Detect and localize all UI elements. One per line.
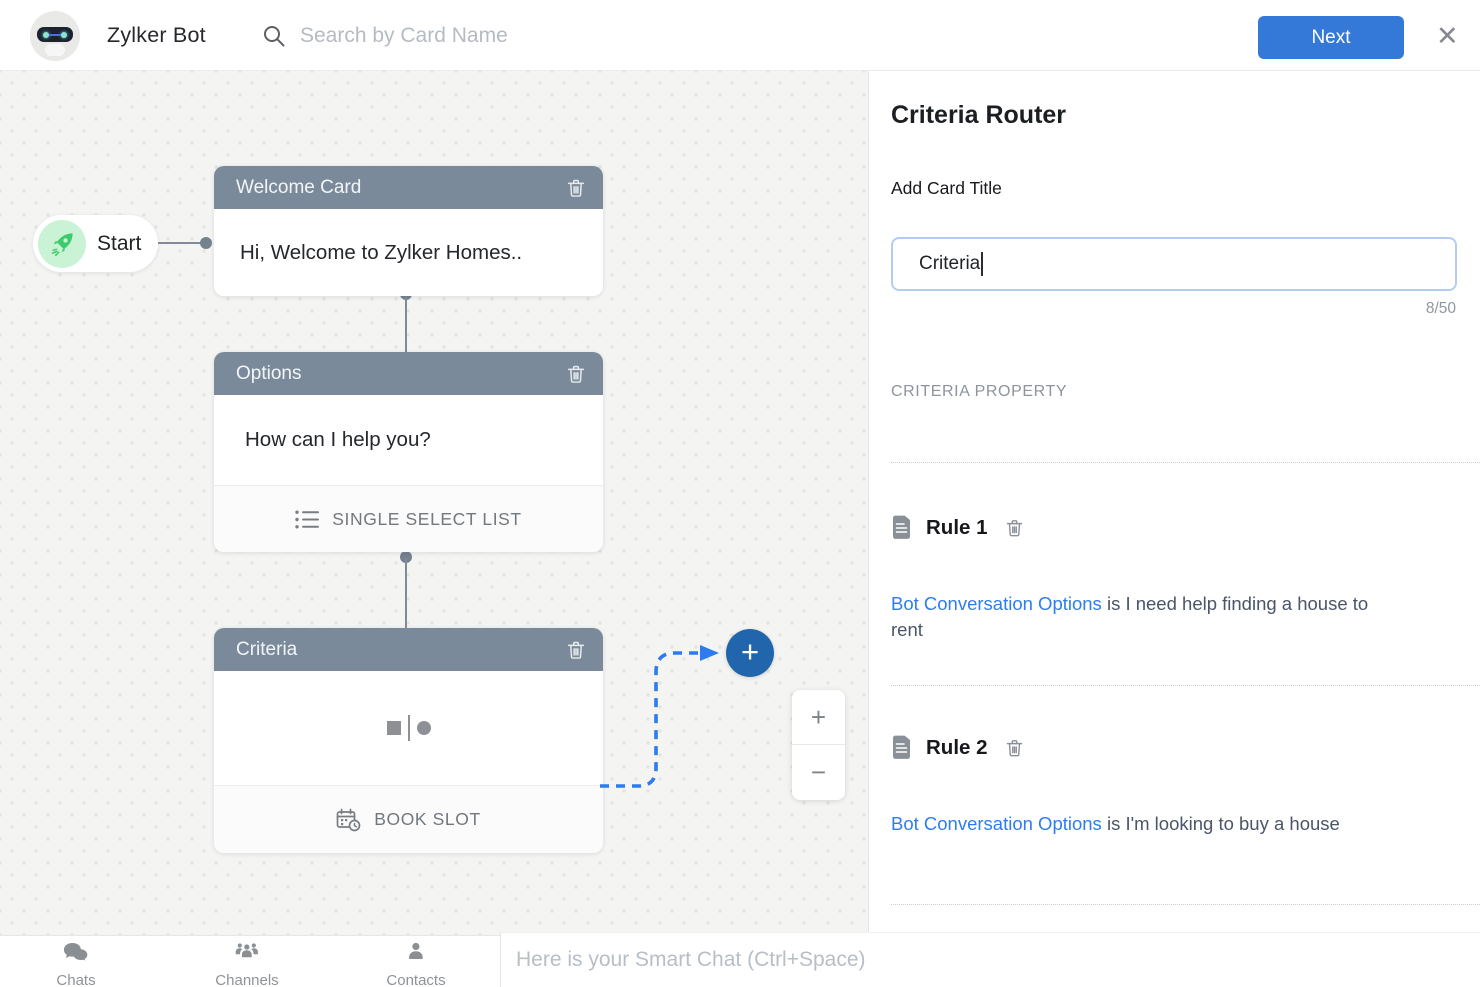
calendar-clock-icon <box>336 808 361 831</box>
add-card-button[interactable]: + <box>726 629 774 677</box>
tab-label: Chats <box>56 972 96 987</box>
bot-avatar <box>30 11 80 61</box>
rule-1-description: Bot Conversation Options is I need help … <box>891 591 1383 642</box>
top-bar: Zylker Bot Search by Card Name Next ✕ <box>0 0 1480 71</box>
start-node[interactable]: Start <box>33 215 158 272</box>
rocket-icon-wrap <box>38 219 86 268</box>
card-criteria-type[interactable]: BOOK SLOT <box>214 785 603 853</box>
trash-icon[interactable] <box>565 176 587 200</box>
card-options[interactable]: Options How can I help you? SINGLE SELEC… <box>214 352 603 552</box>
rule-name: Rule 2 <box>926 735 988 759</box>
search-icon <box>264 25 285 46</box>
next-button[interactable]: Next <box>1258 16 1404 59</box>
rule-2-header: Rule 2 <box>891 735 1025 760</box>
document-icon <box>893 735 910 759</box>
card-criteria-header[interactable]: Criteria <box>214 628 603 671</box>
card-options-message: How can I help you? <box>214 395 603 485</box>
card-criteria[interactable]: Criteria <box>214 628 603 853</box>
card-criteria-body <box>214 671 603 785</box>
rule-2-description: Bot Conversation Options is I'm looking … <box>891 811 1383 837</box>
trash-icon[interactable] <box>565 638 587 662</box>
zoom-controls: + − <box>792 690 845 800</box>
tab-contacts[interactable]: Contacts <box>386 941 446 987</box>
search-placeholder: Search by Card Name <box>300 23 508 47</box>
rule-condition: is I'm looking to buy a house <box>1106 813 1340 834</box>
card-options-header[interactable]: Options <box>214 352 603 395</box>
card-options-type-label: SINGLE SELECT LIST <box>332 508 522 529</box>
smart-chat-placeholder: Here is your Smart Chat (Ctrl+Space) <box>516 948 866 971</box>
tab-label: Contacts <box>386 972 446 987</box>
dashed-connector <box>600 645 719 788</box>
channels-icon <box>235 943 259 958</box>
trash-icon[interactable] <box>1004 516 1025 540</box>
divider <box>891 904 1480 905</box>
start-label: Start <box>97 231 142 255</box>
flow-canvas[interactable]: Start Welcome Card Hi, Welcome to Zylker… <box>0 71 868 935</box>
tab-chats[interactable]: Chats <box>56 941 96 987</box>
chats-icon <box>64 943 89 963</box>
card-title-label: Add Card Title <box>891 178 1002 198</box>
card-criteria-title: Criteria <box>236 638 298 660</box>
divider <box>792 744 845 745</box>
divider <box>891 685 1480 686</box>
bottom-tabs-bar: Chats Channels Contacts <box>0 935 500 987</box>
card-options-type[interactable]: SINGLE SELECT LIST <box>214 485 603 552</box>
rule-condition: is I need help finding a house to rent <box>891 593 1369 640</box>
robot-face-icon <box>37 27 73 42</box>
card-criteria-type-label: BOOK SLOT <box>374 809 481 829</box>
card-title-value: Criteria <box>919 253 981 274</box>
tab-label: Channels <box>215 972 279 987</box>
card-welcome-title: Welcome Card <box>236 176 362 198</box>
card-welcome[interactable]: Welcome Card Hi, Welcome to Zylker Homes… <box>214 166 603 296</box>
text-caret <box>981 252 984 276</box>
search-input[interactable]: Search by Card Name <box>262 0 508 71</box>
connector-dot <box>200 237 212 249</box>
criteria-router-icon <box>386 715 431 741</box>
bot-name: Zylker Bot <box>107 23 206 47</box>
rule-1-header: Rule 1 <box>891 515 1025 540</box>
trash-icon[interactable] <box>565 362 587 386</box>
rule-property-link[interactable]: Bot Conversation Options <box>891 593 1102 614</box>
rocket-icon <box>51 233 73 257</box>
rule-property-link[interactable]: Bot Conversation Options <box>891 813 1102 834</box>
card-title-input[interactable]: Criteria <box>891 237 1457 291</box>
trash-icon[interactable] <box>1004 736 1025 760</box>
contacts-icon <box>409 942 423 959</box>
criteria-property-label: CRITERIA PROPERTY <box>891 383 1068 400</box>
divider <box>891 462 1480 463</box>
connector-dot <box>400 551 412 563</box>
connector-start-welcome <box>158 242 206 244</box>
zoom-in-button[interactable]: + <box>810 702 827 732</box>
card-welcome-header[interactable]: Welcome Card <box>214 166 603 209</box>
char-counter: 8/50 <box>1425 300 1456 317</box>
list-icon <box>295 510 320 528</box>
rule-name: Rule 1 <box>926 515 988 539</box>
close-icon[interactable]: ✕ <box>1436 21 1459 51</box>
zoom-out-button[interactable]: − <box>810 757 827 787</box>
connector-options-criteria <box>405 558 407 628</box>
smart-chat-input[interactable]: Here is your Smart Chat (Ctrl+Space) <box>500 932 1480 987</box>
tab-channels[interactable]: Channels <box>215 941 279 987</box>
card-options-title: Options <box>236 362 302 384</box>
criteria-router-panel: Criteria Router Add Card Title Criteria … <box>868 71 1480 935</box>
connector-welcome-options <box>405 295 407 353</box>
card-welcome-message: Hi, Welcome to Zylker Homes.. <box>214 209 603 296</box>
document-icon <box>893 515 910 539</box>
panel-title: Criteria Router <box>891 101 1067 129</box>
